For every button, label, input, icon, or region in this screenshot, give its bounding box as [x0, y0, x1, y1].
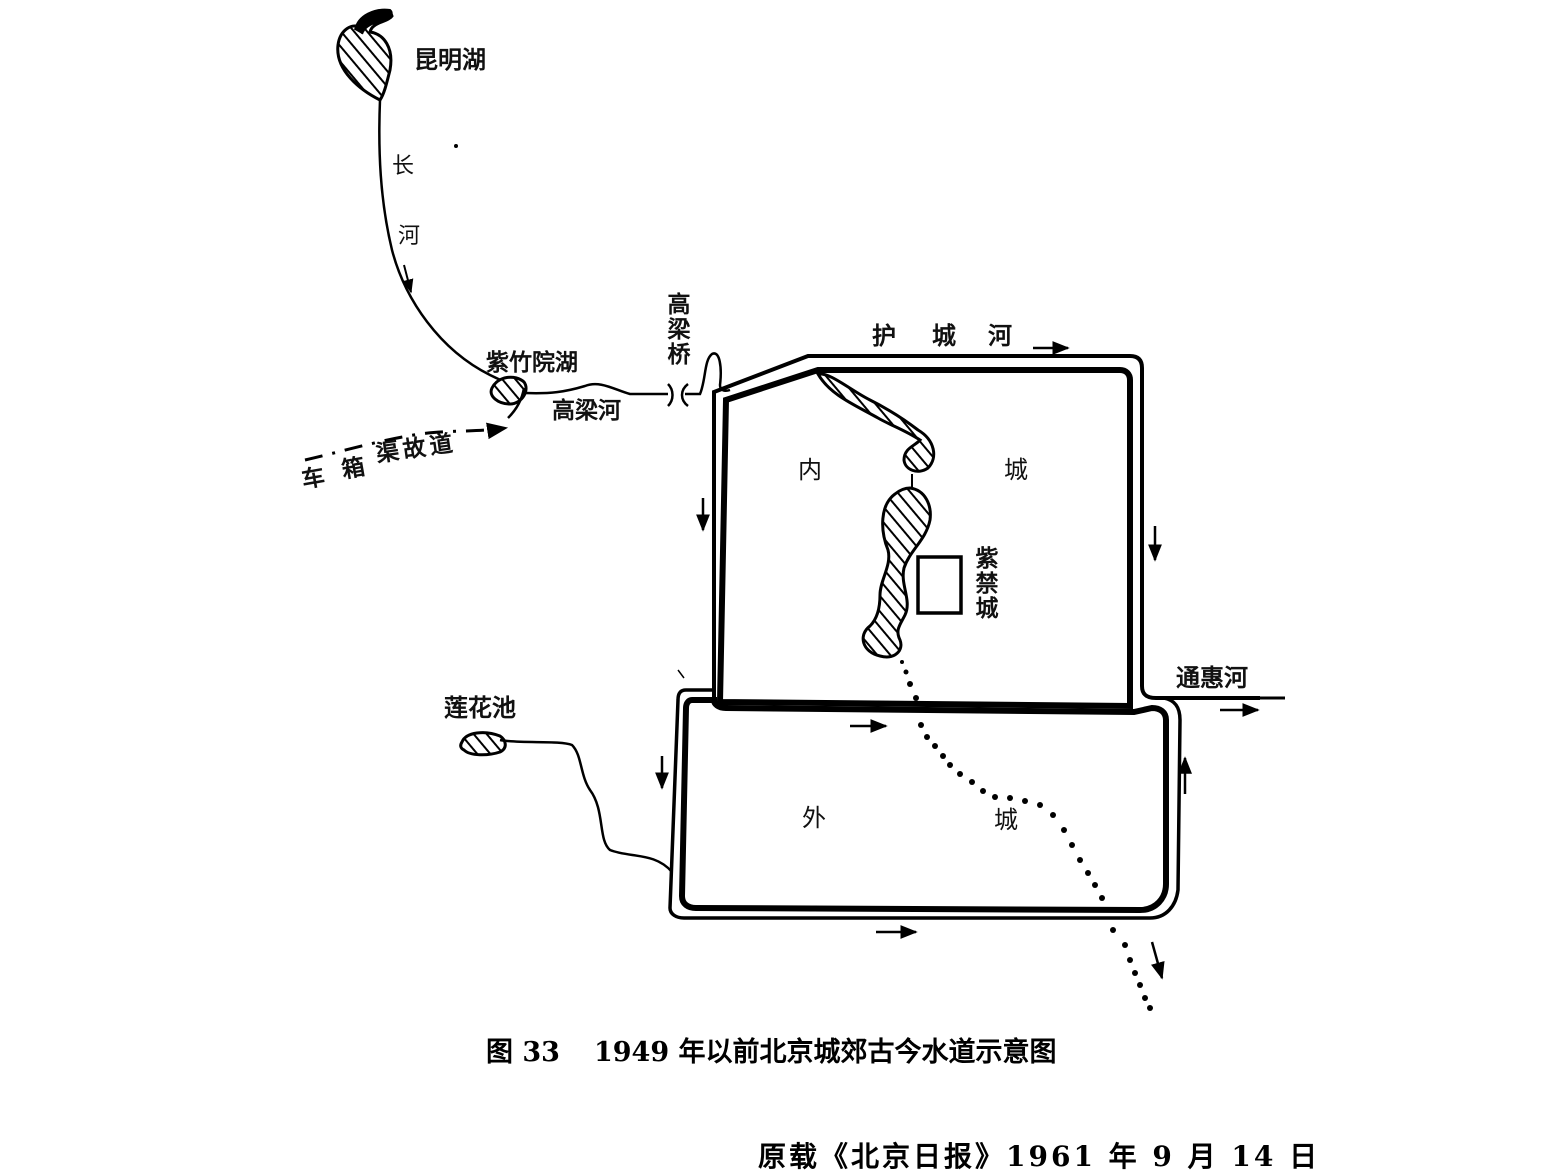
label-moat-1: 护 [872, 322, 896, 350]
gaoliang-river [524, 382, 668, 396]
inner-city-moat-outer [712, 354, 1260, 700]
outer-city-wall [678, 697, 1169, 914]
stray-dot [454, 144, 458, 148]
outer-city-moat-outer [668, 688, 1182, 920]
label-lianhua-pond: 莲花池 [444, 694, 516, 722]
stray-tick [677, 669, 685, 679]
label-chexiang-1: 车 [299, 464, 327, 494]
label-moat-2: 城 [932, 322, 956, 350]
figure-caption: 图 33 1949 年以前北京城郊古今水道示意图 [486, 1030, 1057, 1069]
central-lakes [815, 372, 936, 659]
flow-arrows [655, 341, 1260, 980]
label-gaoliang-river: 高梁河 [552, 398, 621, 424]
label-gaoliang-bridge: 高梁桥 [663, 292, 689, 367]
inner-city-wall [716, 367, 1133, 710]
forbidden-city [916, 555, 963, 615]
label-outer-city-1: 外 [802, 804, 826, 832]
lianhua-river [499, 738, 673, 873]
label-tonghui-river: 通惠河 [1176, 664, 1248, 692]
zizhuyuan-outlet [507, 387, 526, 419]
southeast-outflow-arrow [1150, 941, 1165, 980]
dotted-old-channel [900, 660, 1153, 1011]
kunming-lake [336, 8, 394, 102]
chang-river [378, 99, 511, 386]
label-chang-river-2: 河 [398, 224, 421, 249]
gaoliang-bridge-symbol [667, 383, 689, 407]
label-forbidden-city: 紫禁城 [971, 546, 997, 621]
label-chang-river-1: 长 [392, 154, 415, 179]
label-moat-3: 河 [988, 322, 1012, 350]
figure-title: 1949 年以前北京城郊古今水道示意图 [593, 1037, 1057, 1068]
lianhua-pond [459, 731, 507, 757]
label-outer-city-2: 城 [994, 806, 1018, 834]
zizhuyuan-lake [489, 375, 528, 406]
figure-number: 图 33 [486, 1037, 560, 1068]
label-inner-city-1: 内 [798, 456, 822, 484]
label-zizhuyuan-lake: 紫竹院湖 [486, 350, 578, 376]
chang-river-flow-arrow [402, 264, 414, 294]
label-inner-city-2: 城 [1004, 456, 1028, 484]
label-kunming-lake: 昆明湖 [414, 46, 486, 74]
chexiang-canal-old-course [304, 422, 509, 462]
source-note: 原载《北京日报》1961 年 9 月 14 日 [758, 1140, 1321, 1173]
label-chexiang-2: 箱 [339, 454, 367, 484]
